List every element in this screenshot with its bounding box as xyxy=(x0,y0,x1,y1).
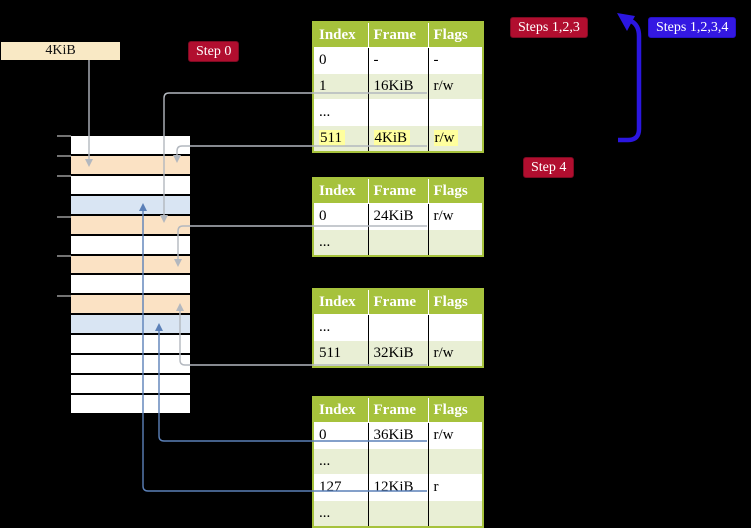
table-row: ... xyxy=(313,500,483,527)
memory-frame-row xyxy=(71,215,190,234)
memory-frame-row xyxy=(71,295,190,314)
table-header-row: Index Frame Flags xyxy=(313,22,483,48)
memory-frame-row xyxy=(71,355,190,374)
table-row: ... xyxy=(313,229,483,256)
col-flags: Flags xyxy=(428,397,483,423)
memory-frame-row xyxy=(71,155,190,174)
memory-frame-row xyxy=(71,375,190,393)
table-row: 0 36KiB r/w xyxy=(313,422,483,449)
highlighted-value: r/w xyxy=(433,130,458,146)
highlighted-value: 511 xyxy=(319,130,345,146)
steps123-badge: Steps 1,2,3 xyxy=(510,17,588,38)
highlighted-value: 4KiB xyxy=(373,130,411,146)
col-flags: Flags xyxy=(428,178,483,204)
step0-badge: Step 0 xyxy=(188,41,240,62)
steps1234-badge: Steps 1,2,3,4 xyxy=(648,17,737,38)
memory-frame-row xyxy=(71,235,190,254)
step4-badge: Step 4 xyxy=(523,157,575,178)
col-frame: Frame xyxy=(368,289,429,315)
col-index: Index xyxy=(313,397,369,423)
memory-frame-row xyxy=(71,136,190,154)
memory-frame-row xyxy=(71,195,190,214)
memory-frame-row xyxy=(71,394,190,413)
table-row: 127 12KiB r xyxy=(313,474,483,501)
page-table-second: Index Frame Flags 0 24KiB r/w ... xyxy=(312,177,484,257)
table-header-row: Index Frame Flags xyxy=(313,289,483,315)
col-flags: Flags xyxy=(428,289,483,315)
col-index: Index xyxy=(313,178,369,204)
physical-memory-column xyxy=(71,136,190,413)
memory-frame-row xyxy=(71,335,190,354)
table-row: 0 24KiB r/w xyxy=(313,203,483,230)
memory-frame-row xyxy=(71,175,190,194)
col-index: Index xyxy=(313,289,369,315)
page-table-top: Index Frame Flags 0 - - 1 16KiB r/w ... … xyxy=(312,21,484,153)
col-frame: Frame xyxy=(368,22,429,48)
table-header-row: Index Frame Flags xyxy=(313,178,483,204)
table-row: ... xyxy=(313,314,483,341)
page-size-label: 4KiB xyxy=(1,42,120,60)
memory-frame-row xyxy=(71,255,190,274)
page-table-bottom: Index Frame Flags 0 36KiB r/w ... 127 12… xyxy=(312,396,484,528)
memory-frame-row xyxy=(71,315,190,334)
col-frame: Frame xyxy=(368,178,429,204)
loop-arrow xyxy=(618,18,642,143)
col-index: Index xyxy=(313,22,369,48)
page-table-third: Index Frame Flags ... 511 32KiB r/w xyxy=(312,288,484,368)
loop-arrowhead xyxy=(617,13,635,31)
table-row-highlighted: 511 4KiB r/w xyxy=(313,125,483,152)
table-row: 0 - - xyxy=(313,47,483,74)
table-row: ... xyxy=(313,448,483,475)
col-frame: Frame xyxy=(368,397,429,423)
memory-frame-row xyxy=(71,275,190,294)
table-row: 511 32KiB r/w xyxy=(313,340,483,367)
table-row: ... xyxy=(313,99,483,126)
table-row: 1 16KiB r/w xyxy=(313,73,483,100)
col-flags: Flags xyxy=(428,22,483,48)
address-ticks xyxy=(57,135,71,297)
table-header-row: Index Frame Flags xyxy=(313,397,483,423)
